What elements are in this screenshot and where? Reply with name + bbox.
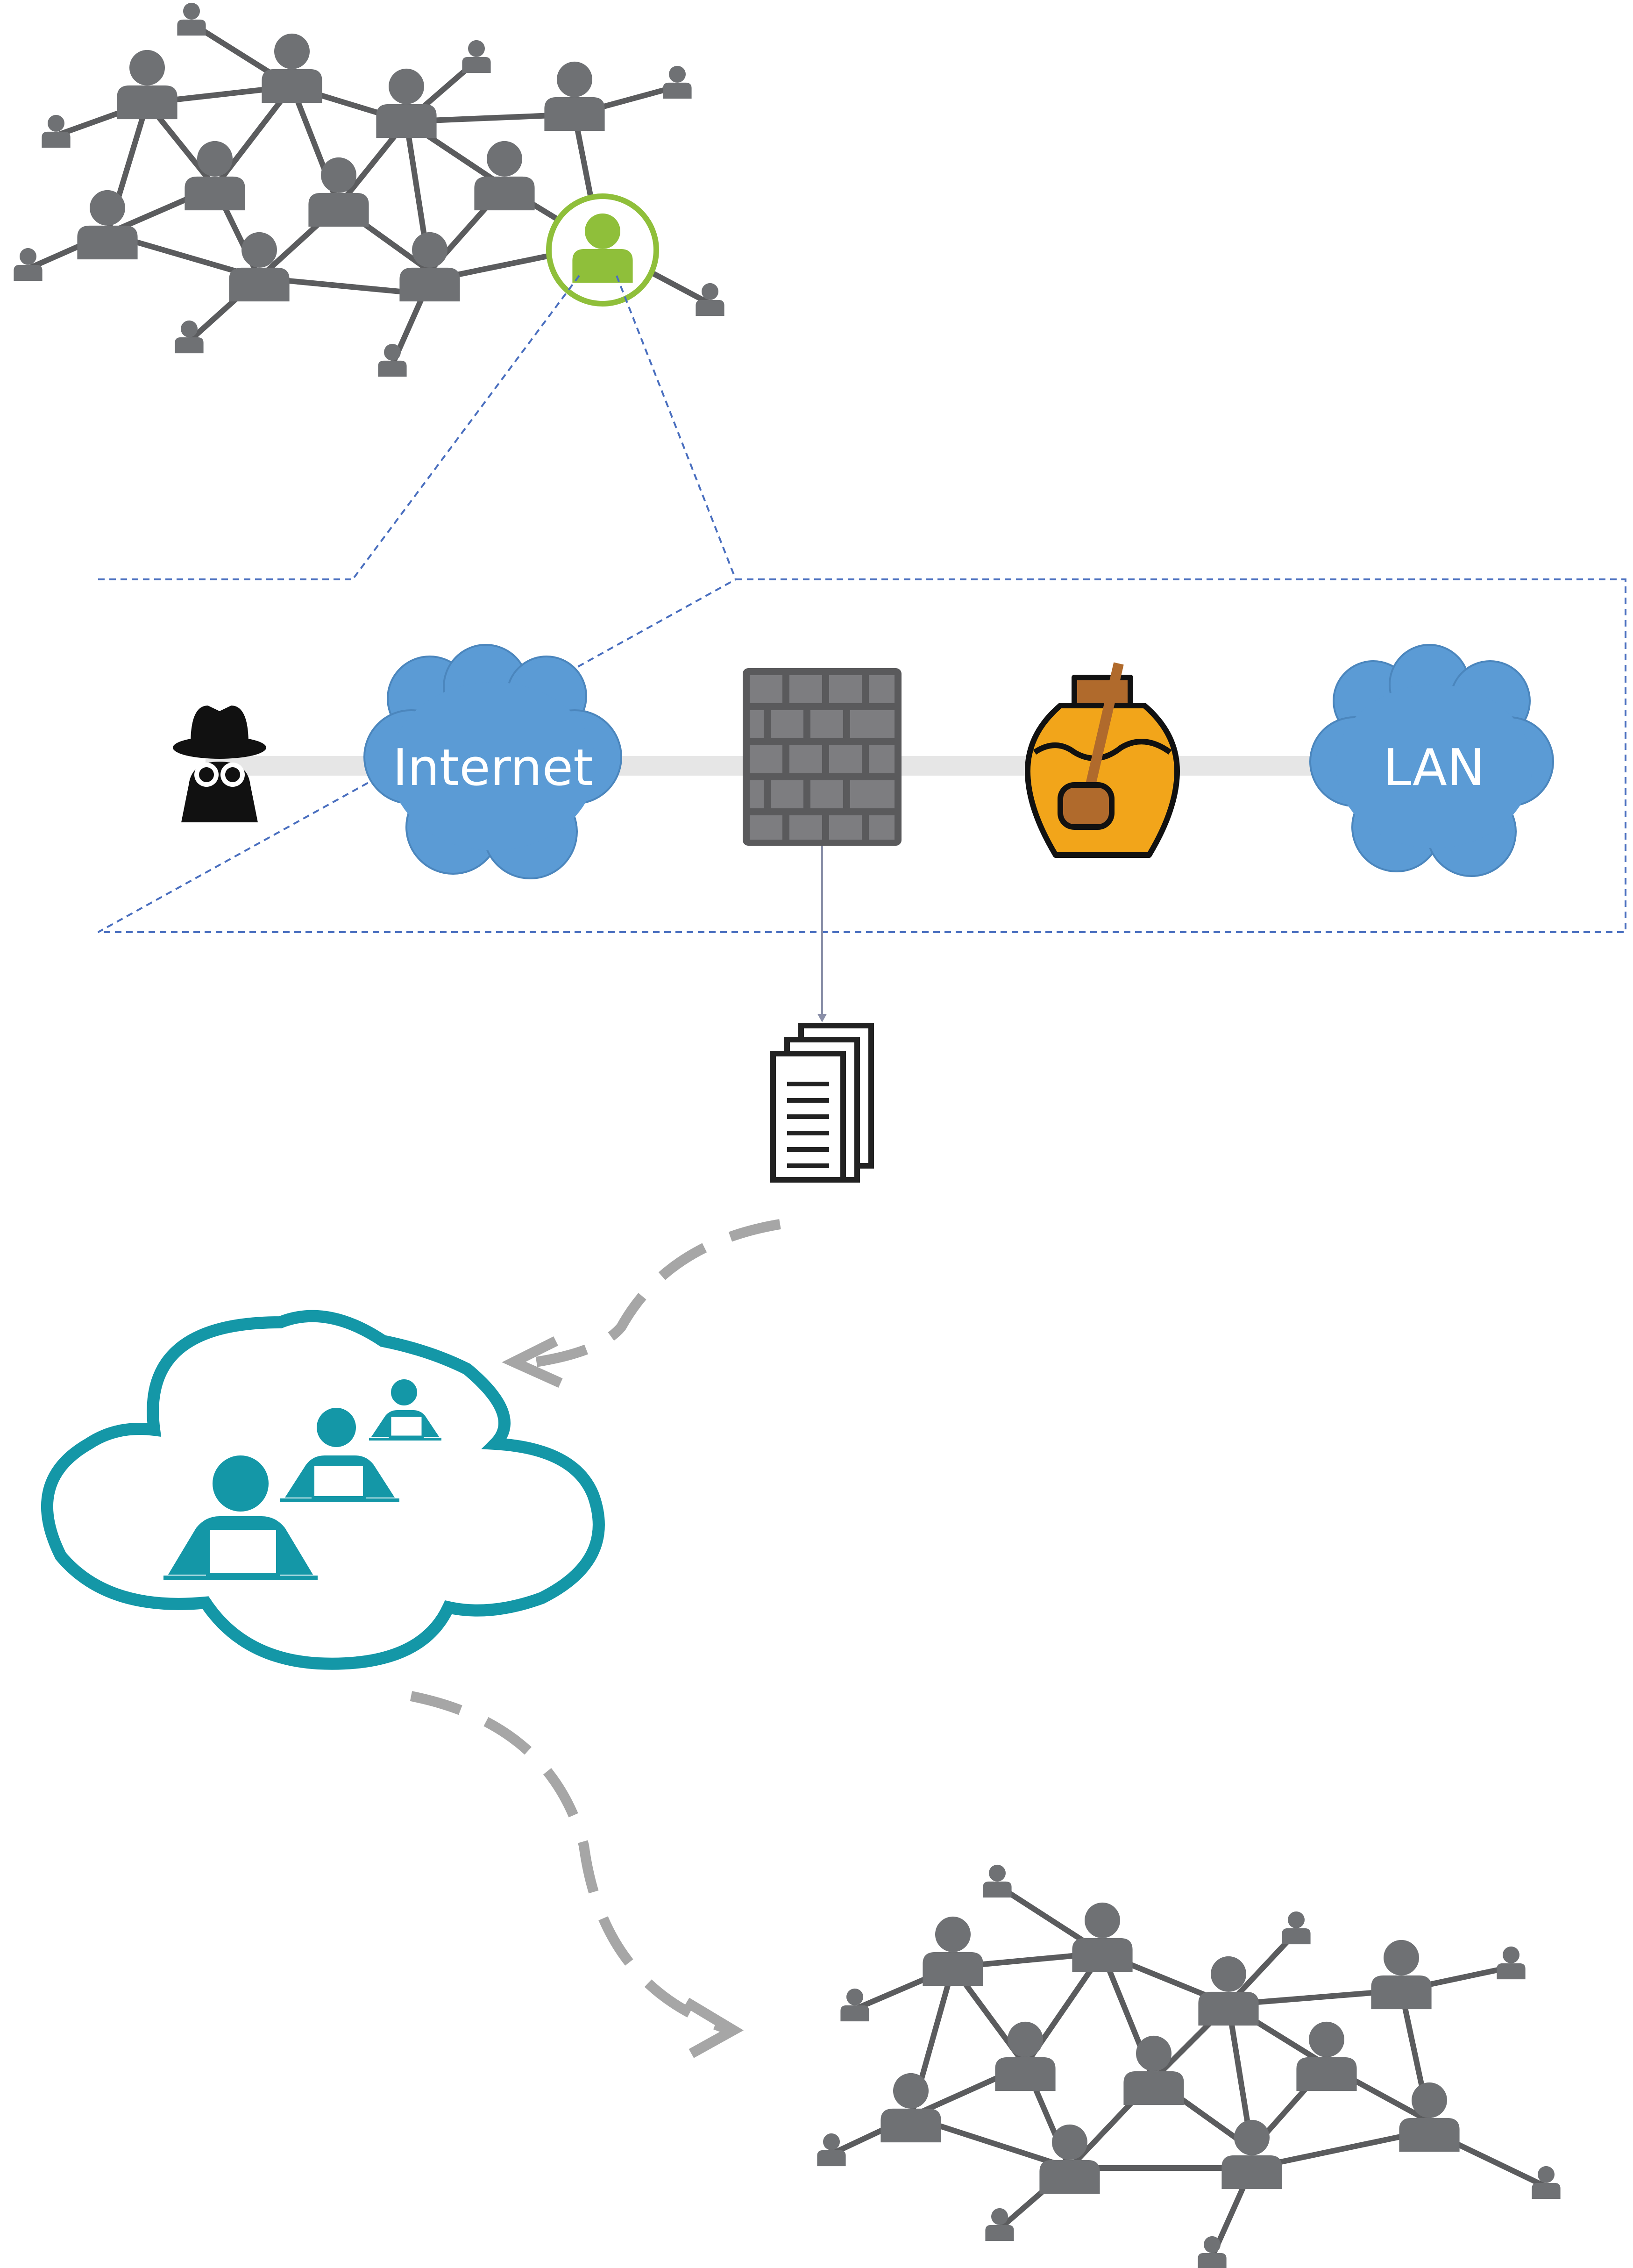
internet-label: Internet (393, 739, 593, 797)
analyst-person-large (163, 1455, 318, 1580)
connector-arrowhead (817, 1014, 827, 1022)
spy-hat-icon (173, 706, 266, 822)
honey-pot-icon (1025, 662, 1180, 858)
arrowhead-analysts (502, 1336, 563, 1388)
internet-cloud: Internet (363, 644, 622, 879)
pipeline-box: Internet (98, 578, 1626, 933)
arrow-analysts-to-network (410, 1691, 726, 2033)
arrowhead-network (684, 1997, 744, 2058)
zoom-callout-lines (352, 275, 737, 580)
top-network (14, 2, 724, 377)
arrow-logs-to-analysts (518, 1219, 781, 1369)
analyst-person-small (369, 1379, 441, 1441)
bottom-network-people (817, 1864, 1561, 2268)
analyst-team-cloud (41, 1310, 605, 1670)
documents-stack-icon (770, 1023, 874, 1183)
analyst-person-medium (280, 1408, 399, 1502)
lan-cloud: LAN (1309, 644, 1554, 877)
bottom-network (817, 1864, 1561, 2268)
brick-wall-icon (743, 668, 902, 846)
highlighted-node (546, 193, 659, 307)
lan-label: LAN (1383, 739, 1484, 797)
